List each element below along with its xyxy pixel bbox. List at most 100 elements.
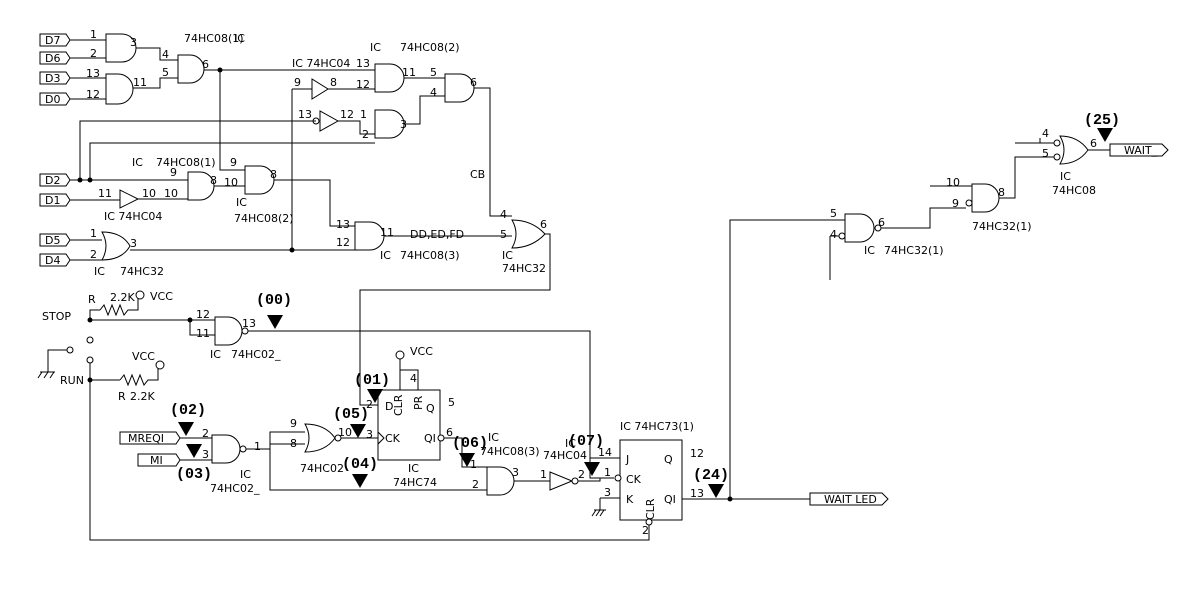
chip-u14-ic: IC [488,431,499,444]
pin-number: 5 [162,66,169,79]
dff-q-label: Q [426,402,435,415]
pin-number: 4 [500,208,507,221]
pin-number: 3 [512,466,519,479]
chip-u11-ic: IC [240,468,251,481]
pin-number: 12 [340,108,354,121]
marker-03-triangle [186,444,202,458]
chip-u19: 74HC08 [1052,184,1096,197]
marker-06: (06) [452,435,488,452]
pin-number: 12 [336,236,350,249]
chip-u6: IC 74HC04 [104,210,162,223]
marker-01-triangle [367,389,383,403]
pin-number: 11 [380,226,394,239]
net-labels: STOP RUN VCC VCC VCC R 2.2K R 2.2K CB DD… [42,168,485,403]
pin-number: 5 [448,396,455,409]
chip-u4: 74HC08(1) [156,156,216,169]
chip-u5: 74HC08(2) [234,212,294,225]
pin-number: 8 [290,437,297,450]
jk-j-label: J [625,453,629,466]
pin-number: 13 [356,57,370,70]
pin-number: 4 [830,228,837,241]
probe-markers [178,128,1113,498]
chip-u3: 74HC08(2) [400,41,460,54]
pin-number: 13 [242,317,256,330]
pin-number: 1 [604,466,611,479]
pin-number: 12 [86,88,100,101]
jk-clr-label: CLR [644,498,657,520]
chip-u4-ic: IC [132,156,143,169]
inverter-9-8 [311,78,329,100]
pin-number: 9 [170,166,177,179]
pin-number: 11 [196,327,210,340]
pin-number: 3 [366,428,373,441]
pin-number: 2 [472,478,479,491]
port-d7-label: D7 [45,34,60,47]
port-mreq-label: MREQI [128,432,164,445]
pin-number: 3 [202,448,209,461]
marker-06-triangle [459,453,475,467]
pin-number: 2 [90,47,97,60]
pin-number: 9 [290,417,297,430]
marker-04-triangle [352,474,368,488]
marker-02-triangle [178,422,194,436]
and-gate-74hc08-2a [374,63,405,93]
pin-number: 1 [90,28,97,41]
chip-u1: 74HC08(1) [184,32,244,45]
pin-number: 2 [202,427,209,440]
pin-number: 8 [330,76,337,89]
and-gate-74hc08-2c [444,73,475,103]
and-gate-74hc08-2b [374,109,405,139]
port-d0-label: D0 [45,93,60,106]
dff-clr-label: CLR [392,394,405,416]
chip-u13-ic: IC [408,462,419,475]
chip-u8-ic: IC [94,265,105,278]
chip-u15: 74HC04 [543,449,587,462]
pin-number: 2 [90,248,97,261]
pin-number: 4 [1042,127,1049,140]
port-d6-label: D6 [45,52,60,65]
jk-k-label: K [626,493,634,506]
pin-number: 1 [254,440,261,453]
pin-number: 12 [196,308,210,321]
and-gate-74hc08-3b [486,466,515,496]
port-wait: WAIT_ [1109,143,1169,157]
chip-u9: 74HC32 [502,262,546,275]
and-gate-74hc08-1b [187,171,215,201]
dd-label: DD,ED,FD [410,228,464,241]
pin-number: 6 [878,216,885,229]
marker-00-triangle [267,315,283,329]
port-d3-label: D3 [45,72,60,85]
marker-05: (05) [333,406,369,423]
pin-number: 14 [598,446,612,459]
pin-number: 8 [270,168,277,181]
pin-number: 9 [294,76,301,89]
port-d4-label: D4 [45,254,60,267]
port-wait-led: WAIT LED [809,492,889,506]
jk-qi-label: QI [664,493,676,506]
port-wait-label: WAIT_ [1124,144,1158,157]
pin-number: 13 [86,67,100,80]
r-bot-value: 2.2K [130,390,155,403]
pin-number: 1 [540,468,547,481]
chip-u19-ic: IC [1060,170,1071,183]
nor-gate-74hc02-b [304,423,342,453]
pin-number: 6 [540,218,547,231]
port-d1: D1 [39,193,71,207]
marker-01: (01) [354,372,390,389]
inverter-1-2 [549,471,579,491]
probe-marker-labels: (00) (01) (02) (03) (04) (05) (06) (07) … [170,112,1120,484]
chip-u12: 74HC02 [300,462,344,475]
pin-number: 1 [470,458,477,471]
chip-u17-ic: IC [864,244,875,257]
vcc-mid-label: VCC [132,350,155,363]
and-gate-74hc08-1a [177,54,205,84]
port-wait-led-label: WAIT LED [824,493,877,506]
pin-number: 10 [338,426,352,439]
stop-label: STOP [42,310,71,323]
marker-05-triangle [350,424,366,438]
port-d2-label: D2 [45,174,60,187]
marker-02: (02) [170,402,206,419]
pin-number: 6 [446,426,453,439]
dff-qi-label: QI [424,432,436,445]
